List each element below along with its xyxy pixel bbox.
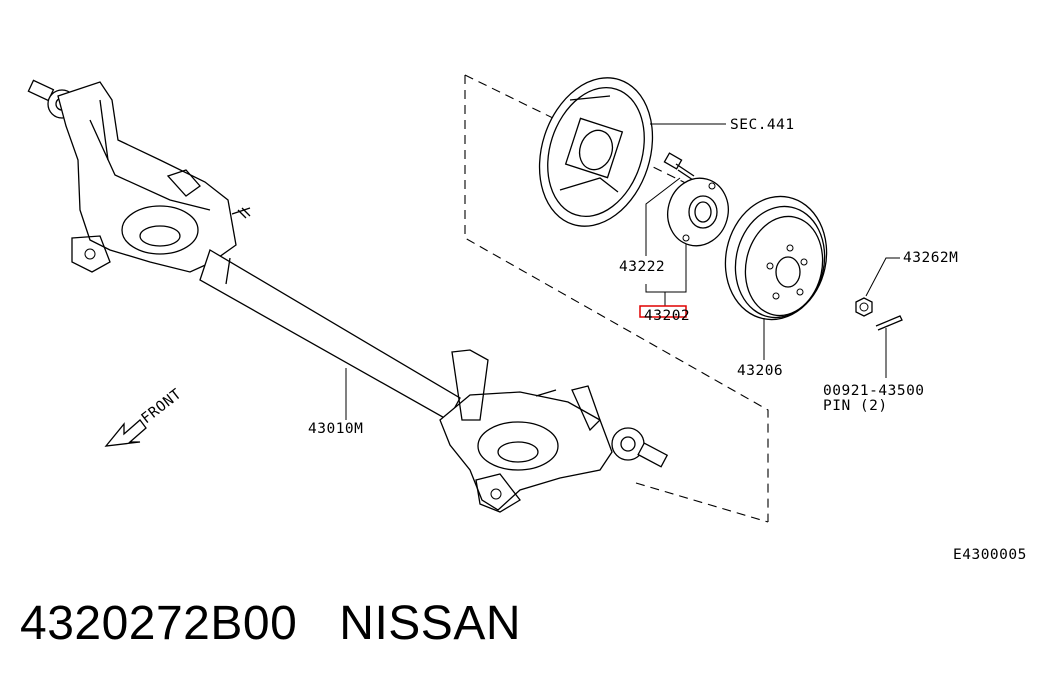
brake-backing-plate [538,77,654,227]
front-arrow-icon [104,419,147,447]
label-front: FRONT [139,386,185,427]
hub-assembly [667,177,729,247]
highlight-box [639,305,687,318]
label-43206: 43206 [737,363,783,379]
leader-lines [345,123,900,420]
right-stub-axle-icon [611,427,669,468]
brake-drum [724,195,828,321]
part-caption: 4320272B00 NISSAN [20,596,521,651]
hub-bolt [663,152,697,183]
label-pin-text: PIN (2) [823,398,888,414]
brand-name: NISSAN [339,597,521,650]
label-43222: 43222 [619,259,665,275]
diagram-code: E4300005 [953,547,1027,563]
label-sec441: SEC.441 [730,117,795,133]
label-pin-number: 00921-43500 [823,383,925,399]
exploded-view-boundary [464,74,769,523]
hub-nut [855,297,873,317]
label-43010m: 43010M [308,421,363,437]
label-43262m: 43262M [903,250,958,266]
label-43202: 43202 [644,308,690,324]
rear-axle-beam [27,79,669,513]
part-number: 4320272B00 [20,597,298,650]
cotter-pin [875,315,903,331]
